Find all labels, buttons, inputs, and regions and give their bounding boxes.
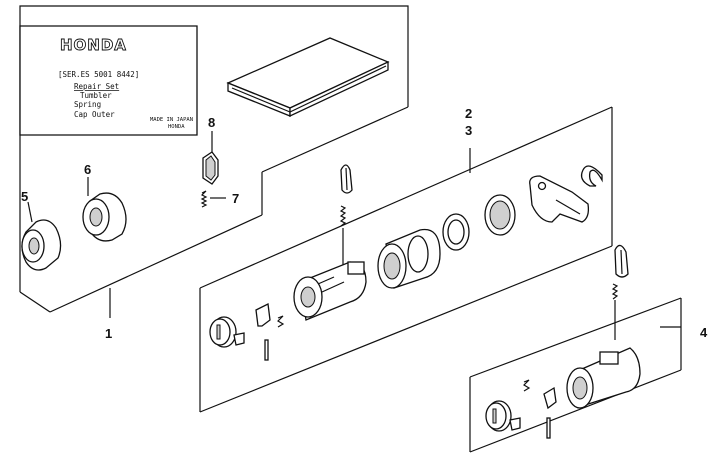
card-item: Spring [74, 100, 101, 109]
callout-8: 8 [208, 115, 215, 130]
latch-lever [529, 175, 590, 223]
tumbler-spring-small [277, 315, 285, 328]
kit4-tumbler-plate [543, 386, 557, 410]
card-heading: Repair Set [74, 82, 119, 91]
key-cylinder [293, 261, 367, 321]
card-footer-line: MADE IN JAPAN [150, 117, 193, 123]
part-7-spring [200, 190, 208, 208]
callout-3: 3 [465, 123, 472, 138]
part-6-cap [82, 192, 127, 242]
tumbler-plate [255, 303, 271, 327]
lock-housing [377, 228, 441, 289]
part-5-cap [21, 219, 62, 271]
part-8-clip [202, 151, 219, 185]
kit4-pin-rod [546, 417, 551, 439]
instruction-booklet [226, 37, 390, 118]
card-item: Tumbler [80, 91, 112, 100]
washer-ring [442, 213, 470, 251]
kit4-retainer-clip [614, 244, 629, 278]
kit4-face-cap [485, 400, 521, 432]
pin-rod [264, 339, 269, 361]
kit-2-3-boundary [199, 106, 613, 413]
callout-2: 2 [465, 106, 472, 121]
kit4-spring [611, 283, 619, 340]
cylinder-spring [339, 205, 347, 266]
callout-4: 4 [700, 325, 708, 340]
kit4-tumbler-spring [523, 379, 531, 392]
c-clip [580, 165, 603, 187]
callout-5: 5 [21, 189, 28, 204]
callout-1: 1 [105, 326, 112, 341]
kit4-cylinder [566, 347, 641, 409]
card-brand-label: HONDA [60, 36, 127, 54]
card-item: Cap Outer [74, 110, 115, 119]
callout-6: 6 [84, 162, 91, 177]
outer-ring [484, 194, 516, 236]
kit-4-boundary [469, 297, 682, 453]
callout-leaders [27, 131, 681, 328]
card-series-line: [SER.ES 5001 8442] [58, 70, 139, 79]
repair-set-card: HONDA [SER.ES 5001 8442] Repair Set Tumb… [19, 25, 198, 136]
cylinder-retainer-clip [340, 164, 353, 194]
face-cap [209, 316, 245, 348]
card-footer-line: HONDA [168, 124, 185, 130]
callout-7: 7 [232, 191, 239, 206]
